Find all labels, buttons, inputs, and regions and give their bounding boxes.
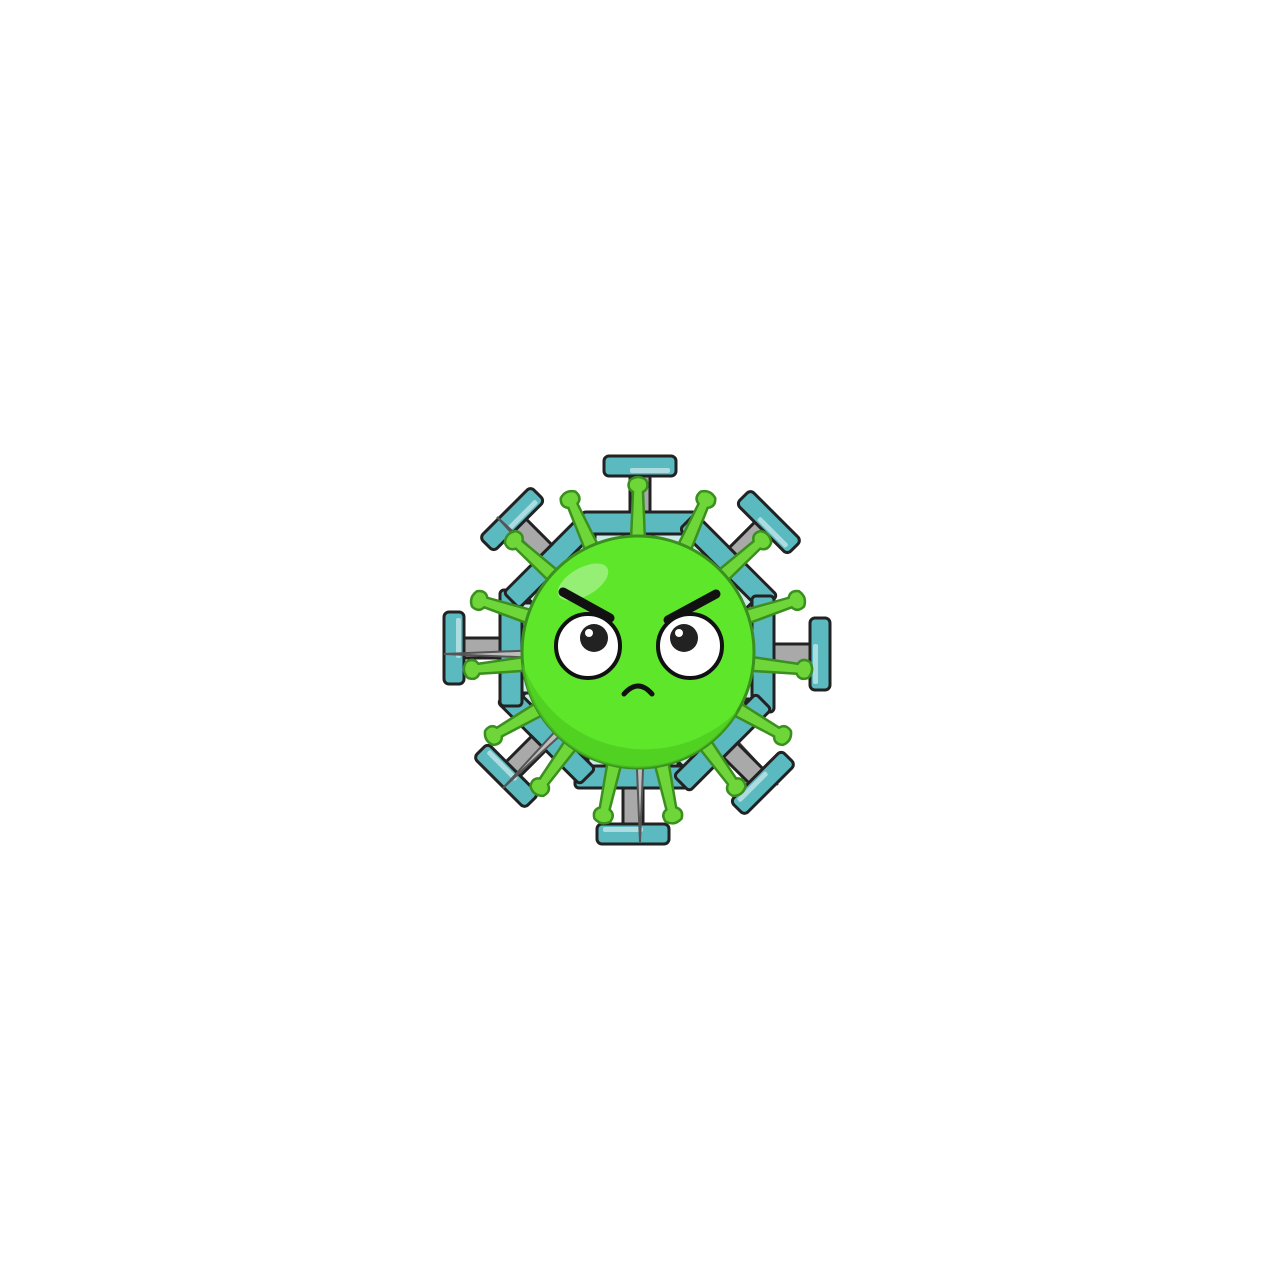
left-eye — [554, 612, 622, 680]
right-eye — [656, 612, 724, 680]
virus-body — [520, 534, 756, 770]
virus-face — [554, 587, 724, 697]
left-eyebrow — [558, 587, 615, 623]
watermark-alamy: alamy — [880, 887, 988, 929]
watermark-a: a — [628, 107, 650, 149]
virus-icon — [461, 475, 815, 827]
frown-mouth — [621, 683, 655, 697]
